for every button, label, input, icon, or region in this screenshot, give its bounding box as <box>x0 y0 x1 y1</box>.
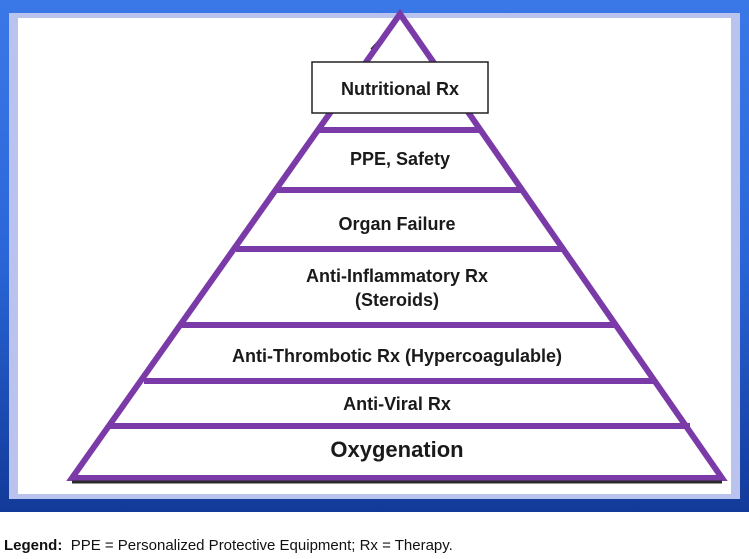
tier-label-ppe-safety: PPE, Safety <box>350 149 450 169</box>
legend-text: PPE = Personalized Protective Equipment;… <box>70 537 453 554</box>
tier-label-anti-viral-rx: Anti-Viral Rx <box>343 394 451 414</box>
top-tier-box <box>311 61 489 114</box>
tier-label-oxygenation: Oxygenation <box>330 437 463 462</box>
legend: Legend: PPE = Personalized Protective Eq… <box>4 537 453 554</box>
tier-label-anti-thrombotic-rx: Anti-Thrombotic Rx (Hypercoagulable) <box>232 346 562 366</box>
tier-label-steroids: (Steroids) <box>355 290 439 310</box>
tier-label-anti-inflammatory-rx: Anti-Inflammatory Rx <box>306 266 488 286</box>
legend-title: Legend: <box>4 537 63 554</box>
pyramid-diagram-frame: Nutritional Rx PPE, Safety Organ Failure… <box>0 0 749 512</box>
tier-label-organ-failure: Organ Failure <box>338 214 455 234</box>
tier-label-nutritional-rx: Nutritional Rx <box>341 79 459 99</box>
